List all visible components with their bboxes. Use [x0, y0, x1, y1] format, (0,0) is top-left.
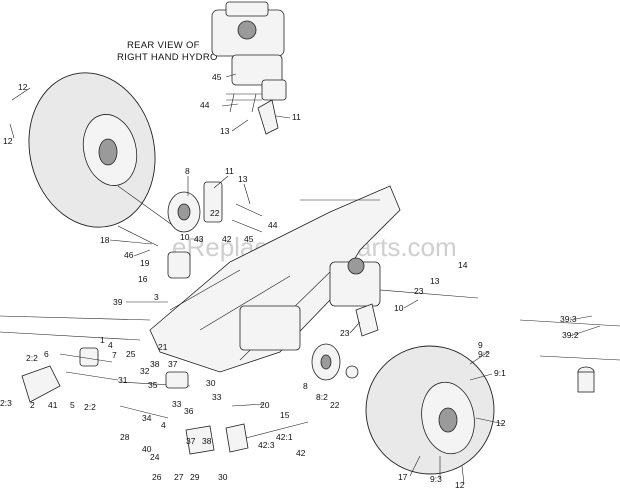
callout: 41 [48, 400, 58, 410]
mower-frame [0, 185, 401, 373]
callout: 26 [152, 472, 162, 482]
callout: 43 [194, 234, 204, 244]
callout: 34 [142, 413, 152, 423]
callout: 10 [394, 303, 404, 313]
callout: 35 [148, 380, 158, 390]
callout: 30 [206, 378, 216, 388]
callout: 3 [154, 292, 159, 302]
title-line-2: RIGHT HAND HYDRO [117, 52, 218, 63]
callout: 13 [238, 174, 248, 184]
callout: 21 [158, 342, 168, 352]
callout: 9:1 [494, 368, 506, 378]
callout: 18 [100, 235, 110, 245]
title-line-1: REAR VIEW OF [127, 40, 200, 51]
callout: 17 [398, 472, 408, 482]
callout: 9 [478, 340, 483, 350]
callout: 6 [44, 349, 49, 359]
callout: 1 [100, 335, 105, 345]
callout: 13 [430, 276, 440, 286]
callout: 22 [210, 208, 220, 218]
callout: 33 [212, 392, 222, 402]
callout: 8 [303, 381, 308, 391]
callout: 2:3 [0, 398, 12, 408]
right-tire-wheel [365, 345, 495, 475]
callout: 2:2 [84, 402, 96, 412]
callout: 11 [225, 166, 234, 176]
callout: 4 [161, 420, 166, 430]
callout: 31 [118, 375, 128, 385]
callout: 42:1 [276, 432, 293, 442]
right-pulley [311, 343, 359, 381]
deck-edge-right [519, 319, 620, 393]
callout: 8:2 [316, 392, 328, 402]
callout: 29 [190, 472, 200, 482]
callout: 8 [185, 166, 190, 176]
callout: 24 [150, 452, 160, 462]
callout: 39 [113, 297, 123, 307]
callout: 39:3 [560, 314, 577, 324]
callout: 13 [220, 126, 230, 136]
callout: 25 [126, 349, 136, 359]
callout: 4 [108, 340, 113, 350]
callout: 27 [174, 472, 184, 482]
callout: 9:3 [430, 474, 442, 484]
callout: 37 [186, 436, 196, 446]
left-tire-wheel [28, 72, 183, 233]
callout: 12 [496, 418, 506, 428]
callout: 45 [212, 72, 222, 82]
rear-view-title: REAR VIEW OF RIGHT HAND HYDRO [117, 40, 218, 63]
right-hydro-assembly [329, 257, 479, 337]
callout: 12 [3, 136, 13, 146]
callout: 23 [414, 286, 424, 296]
callout: 44 [200, 100, 210, 110]
callout: 5 [70, 400, 75, 410]
callout: 42 [222, 234, 232, 244]
callout: 30 [218, 472, 228, 482]
callout: 12 [455, 480, 465, 490]
callout: 42 [296, 448, 306, 458]
callout: 32 [140, 366, 150, 376]
callout: 44 [268, 220, 278, 230]
callout: 22 [330, 400, 340, 410]
callout: 45 [244, 234, 254, 244]
callout: 10 [180, 232, 190, 242]
control-linkage [21, 347, 309, 455]
callout: 7 [112, 350, 117, 360]
callout: 2 [30, 400, 35, 410]
callout: 38 [150, 359, 160, 369]
callout: 46 [124, 250, 134, 260]
callout: 38 [202, 436, 212, 446]
callout: 36 [184, 406, 194, 416]
callout-labels: 12 12 45 44 13 11 8 11 13 22 44 18 46 19… [0, 72, 579, 490]
callout: 19 [140, 258, 150, 268]
callout: 2:2 [26, 353, 38, 363]
callout: 39:2 [562, 330, 579, 340]
leader-lines [9, 73, 601, 485]
callout: 42:3 [258, 440, 275, 450]
callout: 15 [280, 410, 290, 420]
callout: 33 [172, 399, 182, 409]
callout: 16 [138, 274, 148, 284]
callout: 37 [168, 359, 178, 369]
rear-hydro-assembly [211, 1, 287, 135]
callout: 28 [120, 432, 130, 442]
callout: 23 [340, 328, 350, 338]
callout: 20 [260, 400, 270, 410]
left-pulley-brake [117, 181, 263, 279]
callout: 9:2 [478, 349, 490, 359]
callout: 40 [142, 444, 152, 454]
callout: 12 [18, 82, 28, 92]
callout: 14 [458, 260, 468, 270]
callout: 11 [292, 112, 301, 122]
